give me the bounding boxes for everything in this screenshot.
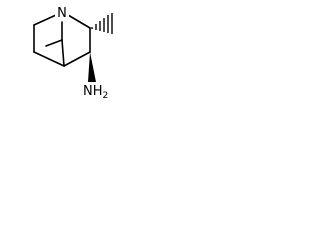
- hashed-wedge-methyl: [91, 13, 113, 34]
- bond-c3-c4: [63, 51, 91, 67]
- bond-n-c2: [67, 14, 91, 29]
- amine-label: NH2: [83, 84, 108, 100]
- amine-label-subscript: 2: [103, 91, 109, 100]
- bond-n-c6: [33, 14, 57, 26]
- bond-c8-c4: [61, 39, 65, 67]
- nitrogen-label: N: [57, 6, 67, 21]
- solid-wedge-amine: [88, 52, 96, 82]
- bond-c8-c7: [45, 39, 63, 47]
- structure-canvas: N NH2: [0, 0, 132, 100]
- quinuclidine-structure: N NH2: [33, 5, 113, 100]
- bond-c5-c4: [33, 51, 65, 67]
- bonds: [33, 14, 91, 67]
- amine-label-main: NH: [83, 84, 103, 99]
